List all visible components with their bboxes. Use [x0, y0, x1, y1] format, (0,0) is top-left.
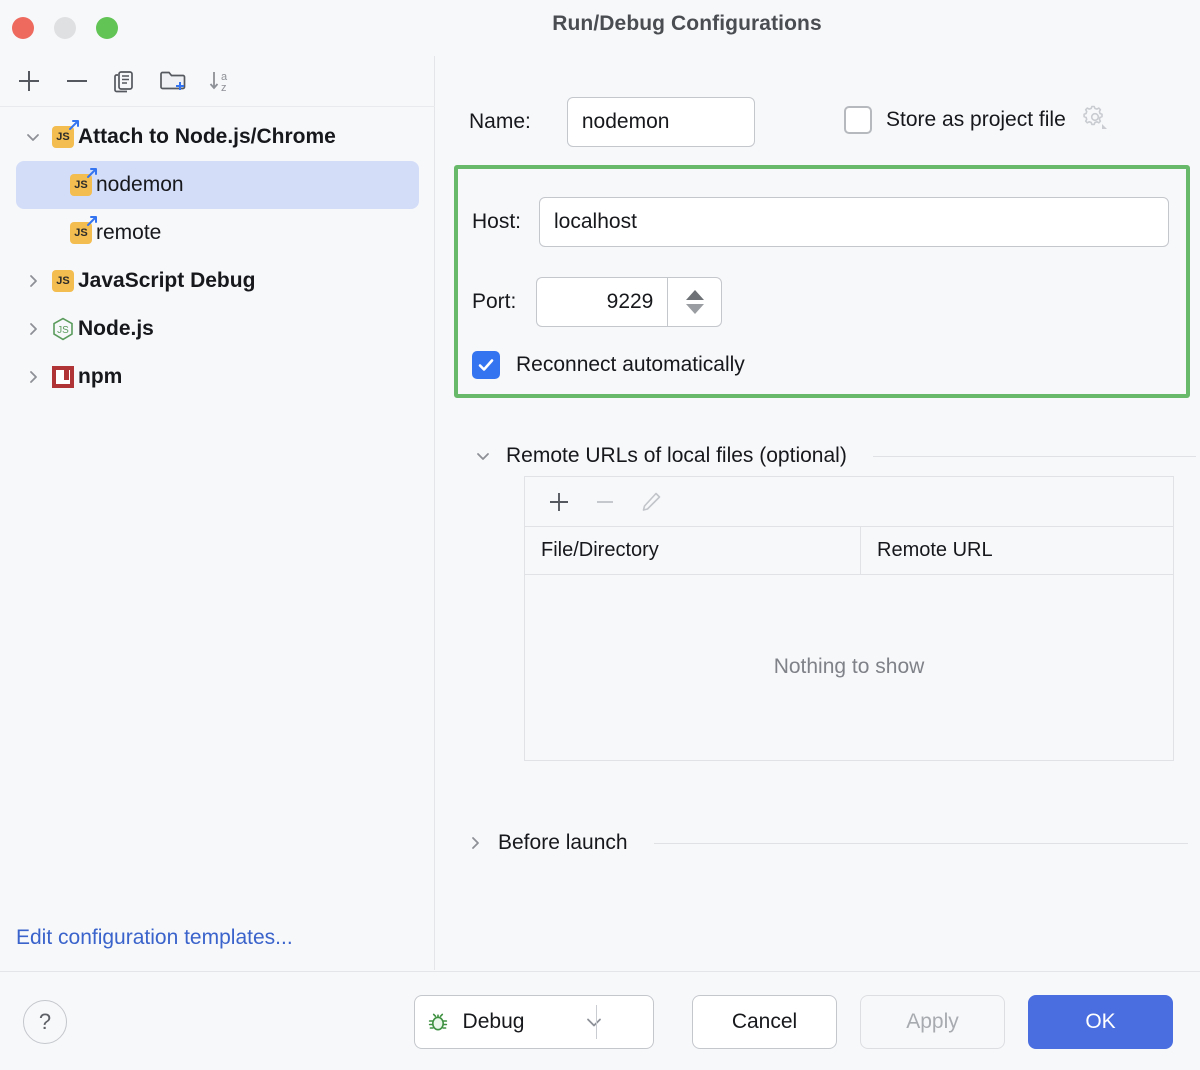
remote-urls-section-header[interactable]: Remote URLs of local files (optional)	[474, 444, 1196, 468]
debug-dropdown-button[interactable]	[534, 995, 654, 1049]
tree-item-npm[interactable]: npm	[16, 353, 419, 401]
debug-button-label: Debug	[462, 1010, 525, 1033]
tree-item-label: JavaScript Debug	[78, 269, 256, 292]
tree-item-label: Attach to Node.js/Chrome	[78, 125, 336, 148]
new-folder-button[interactable]	[152, 60, 194, 102]
name-input[interactable]: nodemon	[566, 97, 755, 147]
tree-item-nodemon[interactable]: JS nodemon	[16, 161, 419, 209]
remove-configuration-button[interactable]	[56, 60, 98, 102]
store-as-project-file-label: Store as project file	[886, 107, 1066, 131]
chevron-down-icon	[586, 1018, 601, 1027]
cancel-button[interactable]: Cancel	[692, 995, 837, 1049]
name-label: Name:	[469, 110, 531, 133]
chevron-down-icon[interactable]	[16, 113, 50, 161]
tree-item-attach-to-nodejs-chrome[interactable]: JS Attach to Node.js/Chrome	[16, 113, 419, 161]
tree-item-nodejs[interactable]: JS Node.js	[16, 305, 419, 353]
reconnect-automatically-checkbox[interactable]	[472, 351, 500, 379]
minimize-window-button[interactable]	[54, 17, 76, 39]
tree-item-label: remote	[96, 221, 162, 244]
debug-button-separator	[596, 1005, 597, 1039]
remote-urls-table-toolbar	[525, 477, 1173, 527]
remote-urls-table: File/Directory Remote URL Nothing to sho…	[524, 476, 1174, 761]
js-attach-icon: JS	[50, 120, 79, 150]
window-controls	[12, 17, 118, 39]
host-input[interactable]: localhost	[539, 197, 1170, 247]
window-title: Run/Debug Configurations	[552, 12, 822, 35]
host-row: Host: localhost	[472, 197, 1170, 247]
window-titlebar: Run/Debug Configurations	[0, 0, 1200, 56]
apply-button[interactable]: Apply	[860, 995, 1005, 1049]
edit-configuration-templates-link[interactable]: Edit configuration templates...	[16, 926, 293, 949]
reconnect-automatically-label: Reconnect automatically	[516, 353, 745, 376]
copy-configuration-button[interactable]	[104, 60, 146, 102]
add-mapping-button[interactable]	[539, 482, 579, 522]
svg-text:z: z	[221, 82, 227, 94]
tree-item-remote[interactable]: JS remote	[16, 209, 419, 257]
svg-text:a: a	[221, 71, 228, 83]
connection-settings-highlight: Host: localhost Port: 9229 Reconnect aut…	[454, 165, 1190, 398]
store-as-project-file-row: Store as project file	[844, 102, 1110, 137]
section-divider	[872, 455, 1196, 457]
zoom-window-button[interactable]	[96, 17, 118, 39]
js-icon: JS	[50, 268, 76, 294]
sidebar-toolbar: a z	[0, 56, 435, 107]
remove-mapping-button	[585, 482, 625, 522]
empty-state-message: Nothing to show	[773, 655, 925, 678]
remote-urls-table-header: File/Directory Remote URL	[525, 526, 1173, 575]
sort-alphabetically-button[interactable]: a z	[200, 60, 242, 102]
name-row: Name: nodemon	[469, 97, 755, 147]
port-decrement-icon[interactable]	[685, 304, 704, 314]
svg-text:JS: JS	[57, 325, 69, 336]
reconnect-automatically-row: Reconnect automatically	[472, 351, 745, 379]
check-icon	[478, 359, 494, 371]
port-row: Port: 9229	[472, 277, 723, 327]
ok-button[interactable]: OK	[1028, 995, 1173, 1049]
configurations-tree: JS Attach to Node.js/Chrome JS nodemon J…	[0, 107, 435, 401]
remote-urls-table-body: Nothing to show	[525, 575, 1173, 759]
npm-icon	[50, 364, 76, 390]
section-divider	[653, 842, 1188, 844]
chevron-right-icon[interactable]	[16, 257, 50, 305]
close-window-button[interactable]	[12, 17, 34, 39]
host-label: Host:	[472, 210, 522, 233]
tree-item-label: nodemon	[96, 173, 184, 196]
js-attach-icon: JS	[68, 216, 97, 246]
remote-urls-section-title: Remote URLs of local files (optional)	[506, 444, 847, 467]
chevron-right-icon[interactable]	[466, 834, 484, 852]
port-stepper[interactable]	[667, 277, 723, 327]
store-as-project-file-checkbox[interactable]	[844, 105, 872, 134]
column-header-remote-url[interactable]: Remote URL	[877, 539, 993, 561]
chevron-right-icon[interactable]	[16, 305, 50, 353]
pencil-icon	[631, 482, 671, 522]
nodejs-icon: JS	[50, 316, 76, 342]
js-attach-icon: JS	[68, 168, 97, 198]
before-launch-section-header[interactable]: Before launch	[466, 831, 1188, 855]
chevron-down-icon[interactable]	[474, 447, 492, 465]
chevron-right-icon[interactable]	[16, 353, 50, 401]
configurations-sidebar: a z JS Attach to Node.js/Chrome	[0, 56, 435, 970]
column-header-file-directory[interactable]: File/Directory	[525, 526, 861, 575]
port-increment-icon[interactable]	[685, 290, 704, 300]
tree-item-label: Node.js	[78, 317, 154, 340]
help-button[interactable]: ?	[23, 1000, 67, 1044]
port-input[interactable]: 9229	[536, 277, 668, 327]
before-launch-section-title: Before launch	[498, 831, 628, 854]
tree-item-label: npm	[78, 365, 123, 388]
bug-icon	[428, 1013, 447, 1031]
tree-item-javascript-debug[interactable]: JS JavaScript Debug	[16, 257, 419, 305]
add-configuration-button[interactable]	[8, 60, 50, 102]
gear-icon[interactable]	[1080, 102, 1110, 137]
configuration-editor-panel: Name: nodemon Store as project file Host…	[436, 56, 1200, 970]
debug-button[interactable]: Debug	[414, 995, 534, 1049]
port-label: Port:	[472, 290, 517, 313]
